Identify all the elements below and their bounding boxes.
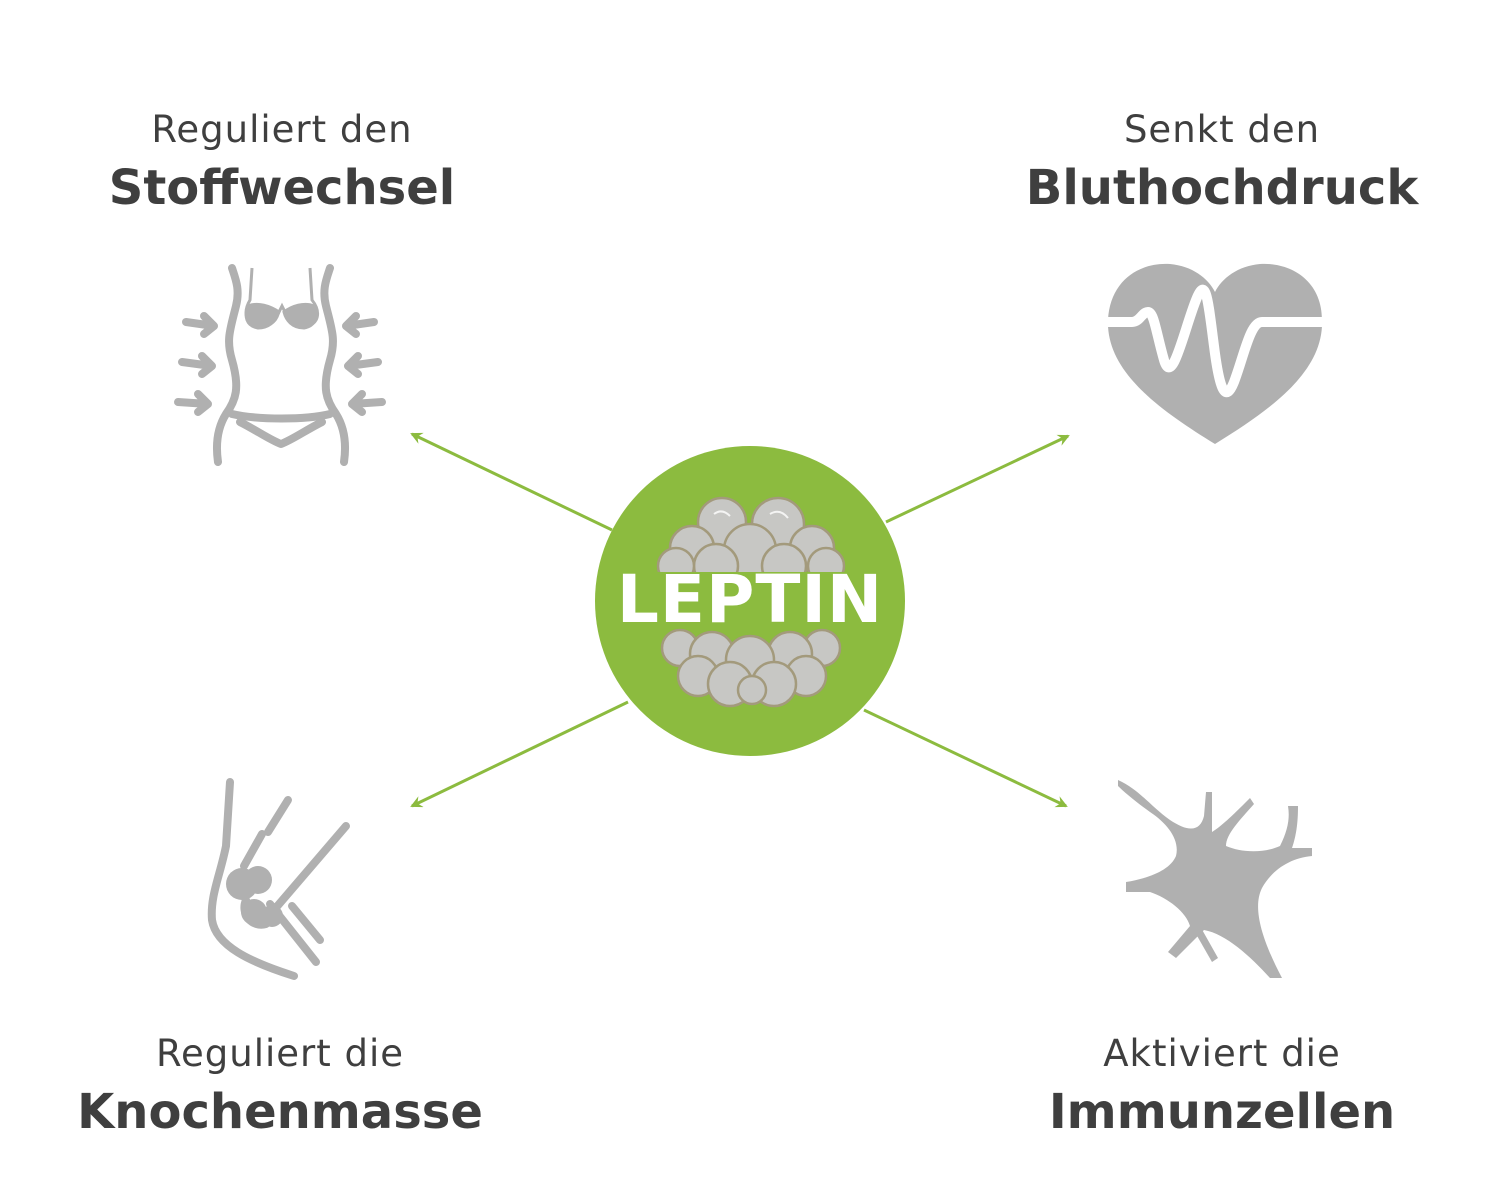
fat-cells-highlight [713,510,789,519]
arrow-bottom-right [863,708,1068,808]
knee-bone-fill [226,866,283,927]
effect-top-left-line1: Reguliert den [151,108,413,151]
immune-cell-icon [1118,780,1312,978]
effect-top-left-line2: Stoffwechsel [108,160,456,217]
body-waist-icon [174,264,386,466]
bikini-top [244,267,319,330]
effect-label-top-left: Reguliert den Stoffwechsel [2,108,562,218]
effect-label-top-right: Senkt den Bluthochdruck [942,108,1500,218]
leptin-text-band [624,572,876,628]
effect-bottom-right-line1: Aktiviert die [1103,1032,1341,1075]
effect-bottom-right-line2: Immunzellen [1048,1084,1396,1141]
arrows [410,432,1070,808]
leptin-label: LEPTIN [616,561,884,638]
effect-top-right-line1: Senkt den [1123,108,1321,151]
effect-bottom-left-line2: Knochenmasse [77,1084,483,1141]
effect-top-right-line2: Bluthochdruck [1025,160,1419,217]
arrow-bottom-left [410,700,629,808]
effect-label-bottom-left: Reguliert die Knochenmasse [0,1032,560,1142]
effect-label-bottom-right: Aktiviert die Immunzellen [942,1032,1500,1142]
arrow-top-right [885,434,1070,524]
effect-bottom-left-line1: Reguliert die [155,1032,405,1075]
arrow-top-left [410,432,613,532]
heart-pulse-icon [1106,263,1326,444]
